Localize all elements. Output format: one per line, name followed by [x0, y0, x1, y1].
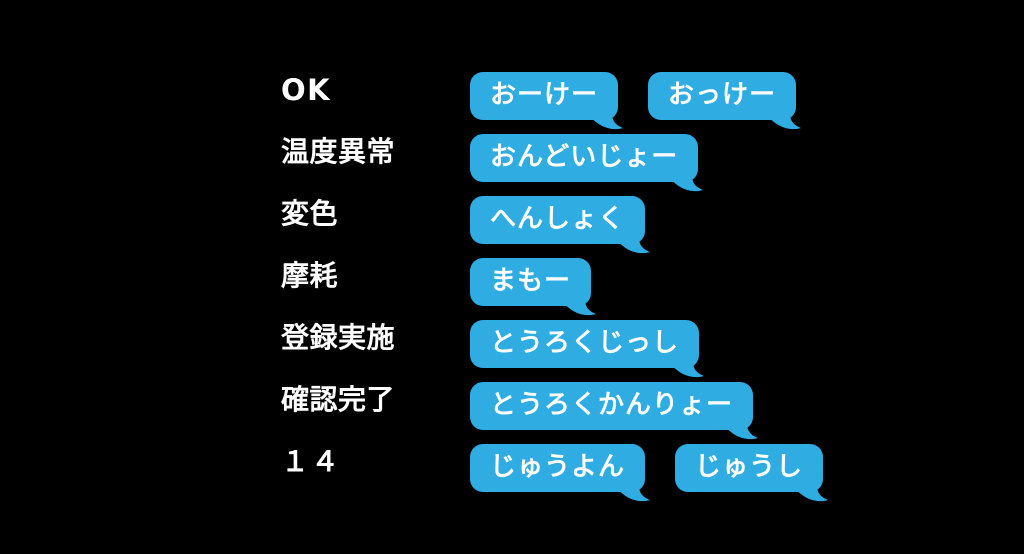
- bubble-tail-icon: [617, 486, 651, 503]
- reading-bubble-text: おんどいじょー: [490, 142, 679, 172]
- reading-bubble-group: まもー: [470, 258, 597, 316]
- reading-bubble-group: とうろくかんりょー: [470, 382, 759, 440]
- reading-bubble-text: おーけー: [490, 80, 599, 110]
- reading-rows-list: OK おーけー おっけー: [0, 61, 1024, 502]
- reading-bubble[interactable]: へんしょく: [470, 196, 651, 254]
- reading-bubble[interactable]: とうろくじっし: [470, 320, 705, 378]
- term-label: １４: [281, 445, 342, 478]
- reading-row: 確認完了 とうろくかんりょー: [0, 371, 1024, 440]
- reading-bubble[interactable]: じゅうし: [675, 444, 829, 502]
- reading-bubble[interactable]: じゅうよん: [470, 444, 651, 502]
- reading-bubble-group: おんどいじょー: [470, 134, 704, 192]
- term-label: 摩耗: [281, 259, 339, 292]
- reading-bubble-group: とうろくじっし: [470, 320, 705, 378]
- term-label: 温度異常: [281, 135, 396, 168]
- reading-row: 温度異常 おんどいじょー: [0, 123, 1024, 192]
- reading-bubble-text: とうろくかんりょー: [490, 390, 734, 420]
- reading-bubble-text: へんしょく: [490, 204, 626, 234]
- reading-bubble-text: おっけー: [668, 80, 777, 110]
- reading-row: 登録実施 とうろくじっし: [0, 309, 1024, 378]
- reading-bubble[interactable]: まもー: [470, 258, 597, 316]
- term-label: 登録実施: [281, 321, 396, 354]
- reading-row: OK おーけー おっけー: [0, 61, 1024, 130]
- reading-bubble-group: おーけー おっけー: [470, 72, 802, 130]
- reading-row: １４ じゅうよん じゅうし: [0, 433, 1024, 502]
- reading-bubble-text: とうろくじっし: [490, 328, 680, 358]
- reading-bubble-group: じゅうよん じゅうし: [470, 444, 829, 502]
- reading-bubble-text: じゅうよん: [490, 452, 626, 482]
- term-label: OK: [281, 73, 332, 107]
- term-label: 変色: [281, 197, 339, 230]
- bubble-tail-icon: [795, 486, 829, 503]
- reading-row: 変色 へんしょく: [0, 185, 1024, 254]
- term-label: 確認完了: [281, 383, 396, 416]
- reading-bubble-text: じゅうし: [695, 452, 804, 482]
- reading-bubble[interactable]: おーけー: [470, 72, 624, 130]
- reading-bubble-group: へんしょく: [470, 196, 651, 254]
- reading-bubble-text: まもー: [490, 266, 572, 296]
- reading-bubble[interactable]: とうろくかんりょー: [470, 382, 759, 440]
- reading-row: 摩耗 まもー: [0, 247, 1024, 316]
- reading-bubble[interactable]: おっけー: [648, 72, 802, 130]
- reading-bubble[interactable]: おんどいじょー: [470, 134, 704, 192]
